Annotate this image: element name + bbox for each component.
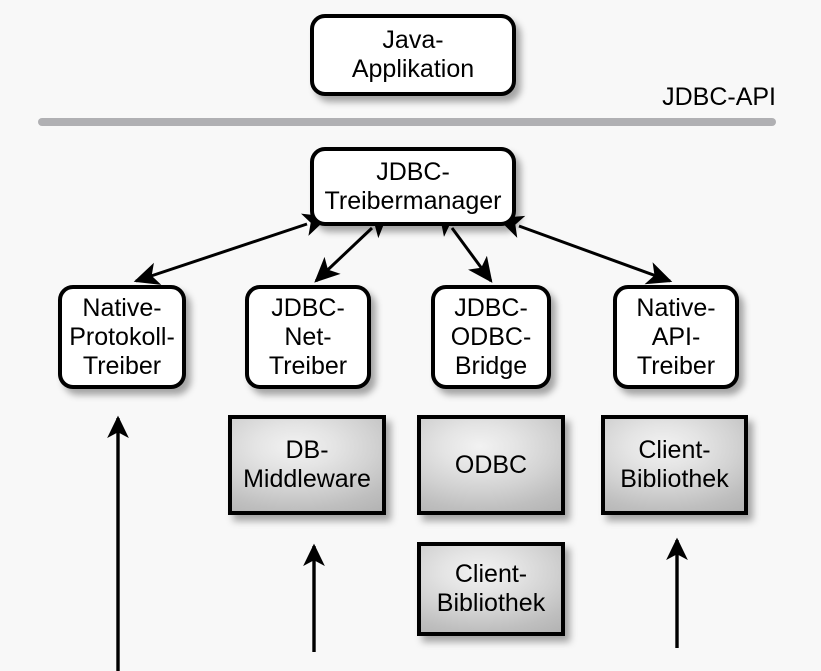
node-native-protokoll-treiber[interactable]: Native- Protokoll- Treiber [58, 285, 186, 389]
node-jdbc-treibermanager-label: JDBC- Treibermanager [324, 157, 502, 215]
node-jdbc-net-treiber-label: JDBC- Net- Treiber [268, 293, 348, 380]
node-client-bibliothek-right-label: Client- Bibliothek [620, 436, 729, 493]
connector-native-protokoll-treibermanager [133, 213, 329, 285]
node-odbc-label: ODBC [454, 450, 528, 479]
node-odbc[interactable]: ODBC [417, 415, 565, 515]
connector-jdbc-odbc-treibermanager [438, 209, 493, 283]
node-native-api-treiber-label: Native- API- Treiber [636, 293, 716, 380]
node-db-middleware-label: DB- Middleware [243, 436, 371, 493]
node-java-applikation[interactable]: Java- Applikation [310, 14, 516, 96]
node-jdbc-treibermanager[interactable]: JDBC- Treibermanager [310, 147, 516, 226]
connector-native-api-treibermanager [497, 215, 673, 285]
node-jdbc-odbc-bridge-label: JDBC- ODBC- Bridge [450, 293, 532, 380]
node-jdbc-odbc-bridge[interactable]: JDBC- ODBC- Bridge [431, 285, 551, 389]
jdbc-api-divider [38, 118, 776, 126]
node-java-applikation-label: Java- Applikation [351, 26, 475, 83]
node-client-bibliothek-middle-label: Client- Bibliothek [436, 560, 546, 617]
node-client-bibliothek-right[interactable]: Client- Bibliothek [601, 415, 748, 515]
node-db-middleware[interactable]: DB- Middleware [228, 415, 386, 515]
node-native-protokoll-treiber-label: Native- Protokoll- Treiber [69, 293, 175, 380]
node-client-bibliothek-middle[interactable]: Client- Bibliothek [417, 542, 565, 636]
jdbc-api-label: JDBC-API [662, 83, 776, 111]
node-jdbc-net-treiber[interactable]: JDBC- Net- Treiber [245, 285, 371, 389]
node-native-api-treiber[interactable]: Native- API- Treiber [613, 285, 739, 389]
connector-jdbc-net-treibermanager [314, 212, 389, 283]
